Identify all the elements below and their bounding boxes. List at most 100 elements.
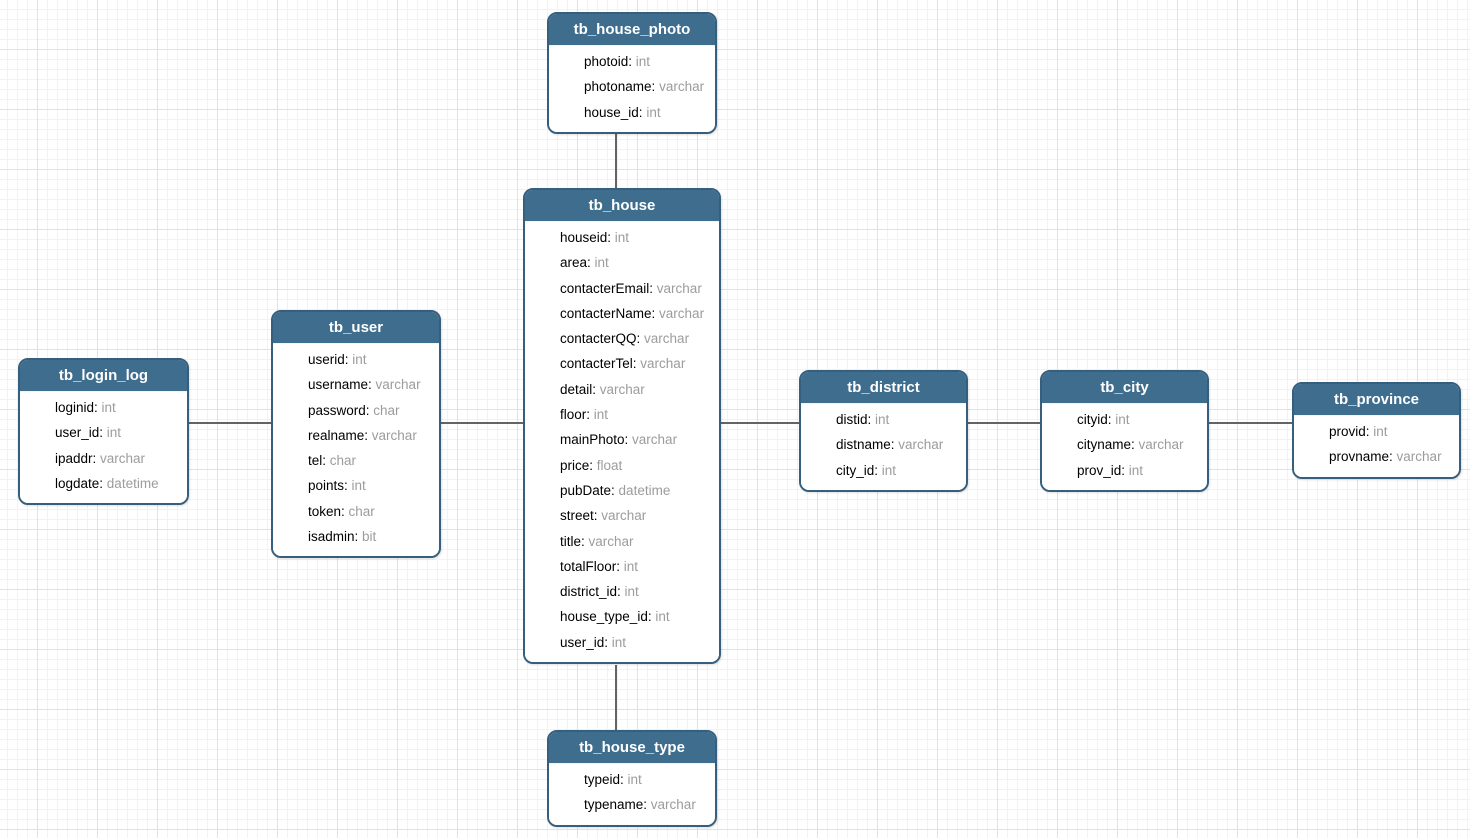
table-title-tb_province: tb_province — [1294, 384, 1459, 416]
field-street[interactable]: street: varchar — [525, 503, 719, 528]
field-distname[interactable]: distname: varchar — [801, 432, 966, 457]
connector-tb_house-tb_house_type[interactable] — [615, 665, 617, 730]
field-type: varchar — [628, 432, 678, 448]
field-house_type_id[interactable]: house_type_id: int — [525, 604, 719, 629]
field-name: user_id: — [55, 425, 104, 441]
field-type: int — [608, 634, 627, 650]
field-type: varchar — [894, 437, 944, 453]
field-mainPhoto[interactable]: mainPhoto: varchar — [525, 427, 719, 452]
connector-tb_house_photo-tb_house[interactable] — [615, 133, 617, 188]
field-username[interactable]: username: varchar — [273, 372, 439, 397]
field-type: int — [97, 400, 116, 415]
field-type: varchar — [1134, 437, 1184, 453]
table-title-tb_city: tb_city — [1042, 372, 1207, 404]
field-name: totalFloor: — [560, 558, 621, 574]
field-name: house_type_id: — [560, 609, 652, 625]
field-type: char — [369, 402, 400, 418]
connector-tb_district-tb_city[interactable] — [968, 422, 1040, 424]
field-type: int — [651, 609, 670, 625]
field-photoid[interactable]: photoid: int — [549, 49, 715, 74]
field-realname[interactable]: realname: varchar — [273, 423, 439, 448]
field-user_id[interactable]: user_id: int — [525, 630, 719, 655]
field-city_id[interactable]: city_id: int — [801, 458, 966, 483]
field-detail[interactable]: detail: varchar — [525, 377, 719, 402]
field-type: varchar — [653, 280, 702, 296]
field-price[interactable]: price: float — [525, 453, 719, 478]
field-cityid[interactable]: cityid: int — [1042, 407, 1207, 432]
field-title[interactable]: title: varchar — [525, 529, 719, 554]
field-name: distid: — [836, 412, 872, 427]
field-type: int — [632, 54, 651, 69]
field-type: int — [590, 407, 609, 423]
field-name: logdate: — [55, 475, 104, 491]
field-type: varchar — [371, 377, 421, 393]
field-cityname[interactable]: cityname: varchar — [1042, 432, 1207, 457]
field-photoname[interactable]: photoname: varchar — [549, 74, 715, 99]
field-type: varchar — [584, 533, 634, 549]
field-area[interactable]: area: int — [525, 250, 719, 275]
field-type: varchar — [640, 331, 690, 347]
field-type: varchar — [636, 356, 686, 372]
field-name: contacterTel: — [560, 356, 637, 372]
field-name: district_id: — [560, 584, 621, 600]
connector-tb_city-tb_province[interactable] — [1209, 422, 1292, 424]
connector-tb_user-tb_house[interactable] — [441, 422, 523, 424]
table-title-tb_user: tb_user — [273, 312, 439, 344]
field-ipaddr[interactable]: ipaddr: varchar — [20, 446, 187, 471]
table-title-tb_house_photo: tb_house_photo — [549, 14, 715, 46]
field-contacterTel[interactable]: contacterTel: varchar — [525, 351, 719, 376]
field-prov_id[interactable]: prov_id: int — [1042, 458, 1207, 483]
field-totalFloor[interactable]: totalFloor: int — [525, 554, 719, 579]
field-typename[interactable]: typename: varchar — [549, 792, 715, 817]
field-type: int — [348, 352, 367, 367]
field-points[interactable]: points: int — [273, 473, 439, 498]
field-houseid[interactable]: houseid: int — [525, 225, 719, 250]
field-contacterEmail[interactable]: contacterEmail: varchar — [525, 276, 719, 301]
field-token[interactable]: token: char — [273, 499, 439, 524]
field-type: int — [347, 478, 366, 494]
field-typeid[interactable]: typeid: int — [549, 767, 715, 792]
field-name: price: — [560, 457, 594, 473]
field-name: realname: — [308, 427, 369, 443]
field-district_id[interactable]: district_id: int — [525, 579, 719, 604]
field-isadmin[interactable]: isadmin: bit — [273, 524, 439, 549]
field-pubDate[interactable]: pubDate: datetime — [525, 478, 719, 503]
field-type: bit — [358, 529, 377, 545]
field-type: char — [326, 453, 357, 469]
field-name: ipaddr: — [55, 450, 97, 466]
field-distid[interactable]: distid: int — [801, 407, 966, 432]
field-type: varchar — [596, 381, 645, 397]
field-logdate[interactable]: logdate: datetime — [20, 471, 187, 496]
field-type: int — [623, 772, 642, 787]
field-userid[interactable]: userid: int — [273, 347, 439, 372]
field-loginid[interactable]: loginid: int — [20, 395, 187, 420]
field-tel[interactable]: tel: char — [273, 448, 439, 473]
field-name: mainPhoto: — [560, 432, 629, 448]
field-password[interactable]: password: char — [273, 398, 439, 423]
field-floor[interactable]: floor: int — [525, 402, 719, 427]
connector-tb_login_log-tb_user[interactable] — [189, 422, 271, 424]
field-user_id[interactable]: user_id: int — [20, 420, 187, 445]
field-name: loginid: — [55, 400, 98, 415]
field-provid[interactable]: provid: int — [1294, 419, 1459, 444]
field-type: datetime — [614, 482, 671, 498]
field-provname[interactable]: provname: varchar — [1294, 444, 1459, 469]
field-contacterName[interactable]: contacterName: varchar — [525, 301, 719, 326]
field-name: isadmin: — [308, 529, 359, 545]
field-name: user_id: — [560, 634, 609, 650]
field-house_id[interactable]: house_id: int — [549, 100, 715, 125]
table-title-tb_district: tb_district — [801, 372, 966, 404]
field-contacterQQ[interactable]: contacterQQ: varchar — [525, 326, 719, 351]
connector-tb_house-tb_district[interactable] — [721, 422, 799, 424]
